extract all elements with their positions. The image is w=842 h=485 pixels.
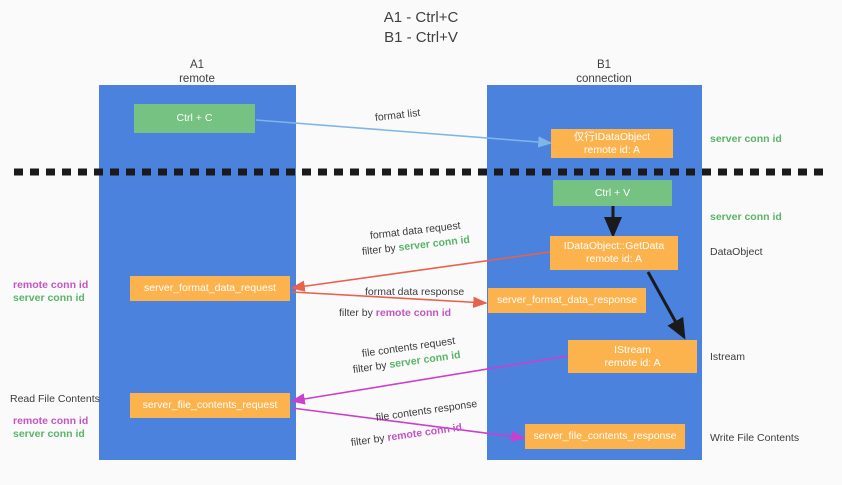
lane-header-a1-sub: remote — [179, 73, 215, 85]
lane-header-b1-name: B1 — [596, 59, 612, 71]
box-istream-label: IStream — [614, 343, 651, 356]
lane-header-b1: B1 connection — [525, 58, 683, 86]
lane-header-b1-sub: connection — [576, 73, 632, 85]
box-server-file-contents-response[interactable]: server_file_contents_response — [525, 424, 685, 449]
filter-key-remote-conn-id: remote conn id — [375, 307, 452, 319]
box-idataobject[interactable]: 仅行IDataObject remote id: A — [551, 129, 673, 158]
lane-header-a1-name: A1 — [189, 59, 205, 71]
annotation-left-server-conn-id-1: server conn id — [13, 292, 85, 304]
annotation-left-server-conn-id-2: server conn id — [13, 428, 85, 440]
edge-label-format-data-response: format data response — [365, 285, 464, 299]
box-server-format-data-response-label: server_format_data_response — [496, 294, 638, 306]
box-idataobject-label: 仅行IDataObject — [573, 130, 651, 143]
edge-label-file-contents-response: file contents response — [375, 397, 478, 425]
box-istream-remote-id: remote id: A — [604, 356, 661, 369]
box-idataobject-remote-id: remote id: A — [583, 143, 641, 156]
annotation-right-write-file-contents: Write File Contents — [710, 432, 800, 444]
annotation-left-remote-conn-id-1: remote conn id — [13, 279, 89, 291]
box-ctrl-v-label: Ctrl + V — [594, 186, 631, 199]
annotation-left-remote-conn-id-2: remote conn id — [13, 415, 89, 427]
filter-prefix: filter by — [361, 241, 400, 258]
annotation-right-istream: Istream — [710, 351, 746, 363]
box-idataobject-getdata-label: IDataObject::GetData — [563, 240, 665, 252]
edge-label-format-data-response-filter: filter by remote conn id — [339, 306, 451, 320]
lane-header-a1: A1 remote — [118, 58, 276, 86]
box-ctrl-c-label: Ctrl + C — [176, 112, 213, 124]
annotation-left-read-file-contents: Read File Contents — [10, 393, 100, 405]
edge-label-format-list-text: format list — [374, 106, 421, 124]
box-istream[interactable]: IStream remote id: A — [568, 340, 697, 373]
filter-prefix: filter by — [352, 358, 391, 376]
filter-key-remote-conn-id: remote conn id — [386, 421, 463, 444]
box-ctrl-c[interactable]: Ctrl + C — [134, 104, 255, 133]
edge-label-format-data-response-text: format data response — [365, 286, 465, 298]
box-server-file-contents-response-label: server_file_contents_response — [533, 430, 677, 442]
box-server-file-contents-request-label: server_file_contents_request — [142, 399, 278, 411]
box-idataobject-getdata[interactable]: IDataObject::GetData remote id: A — [550, 236, 678, 270]
box-idataobject-getdata-remote-id: remote id: A — [585, 253, 643, 265]
edge-label-file-contents-response-filter: filter by remote conn id — [350, 420, 463, 449]
edge-label-file-contents-response-text: file contents response — [375, 397, 478, 424]
box-server-file-contents-request[interactable]: server_file_contents_request — [130, 393, 290, 418]
diagram-title-line-2: B1 - Ctrl+V — [384, 29, 458, 46]
filter-prefix: filter by — [339, 307, 376, 319]
annotation-right-server-conn-id-2: server conn id — [710, 211, 782, 223]
box-server-format-data-request[interactable]: server_format_data_request — [130, 276, 290, 301]
box-ctrl-v[interactable]: Ctrl + V — [553, 180, 672, 206]
diagram-title: A1 - Ctrl+C B1 - Ctrl+V — [0, 8, 842, 48]
filter-prefix: filter by — [350, 431, 389, 449]
box-server-format-data-response[interactable]: server_format_data_response — [488, 288, 646, 313]
annotation-right-dataobject: DataObject — [710, 246, 763, 258]
box-server-format-data-request-label: server_format_data_request — [144, 282, 276, 294]
edge-label-format-list: format list — [374, 106, 421, 125]
diagram-title-line-1: A1 - Ctrl+C — [383, 9, 459, 26]
annotation-right-server-conn-id-1: server conn id — [710, 133, 782, 145]
